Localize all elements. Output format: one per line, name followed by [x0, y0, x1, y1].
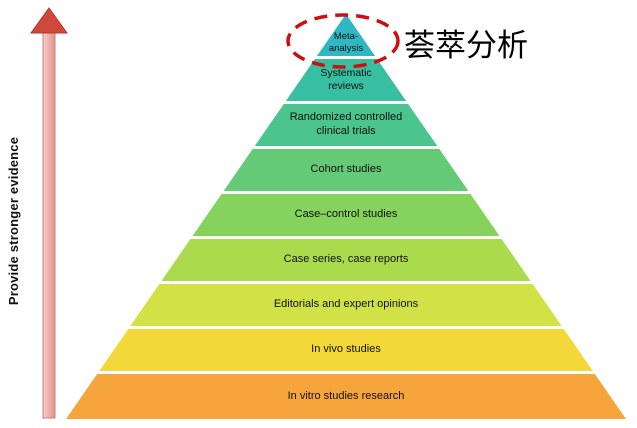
- arrow-up-icon: [30, 7, 68, 419]
- pyramid-level-editorials: Editorials and expert opinions: [130, 284, 562, 326]
- pyramid-level-meta-analysis: Meta- analysis: [316, 14, 376, 56]
- meta-analysis-cjk-label: 荟萃分析: [404, 28, 528, 64]
- evidence-strength-arrow: [26, 6, 72, 422]
- pyramid-level-systematic-reviews: Systematic reviews: [285, 59, 407, 101]
- pyramid: Meta- analysis Systematic reviews Random…: [66, 14, 626, 419]
- pyramid-level-cohort-studies: Cohort studies: [223, 149, 469, 191]
- pyramid-level-in-vitro-studies: In vitro studies research: [66, 374, 626, 419]
- pyramid-level-in-vivo-studies: In vivo studies: [99, 329, 593, 371]
- pyramid-level-rct: Randomized controlled clinical trials: [254, 104, 438, 146]
- pyramid-level-case-control-studies: Case–control studies: [192, 194, 500, 236]
- arrow-label: Provide stronger evidence: [6, 136, 21, 306]
- pyramid-level-case-series: Case series, case reports: [161, 239, 531, 281]
